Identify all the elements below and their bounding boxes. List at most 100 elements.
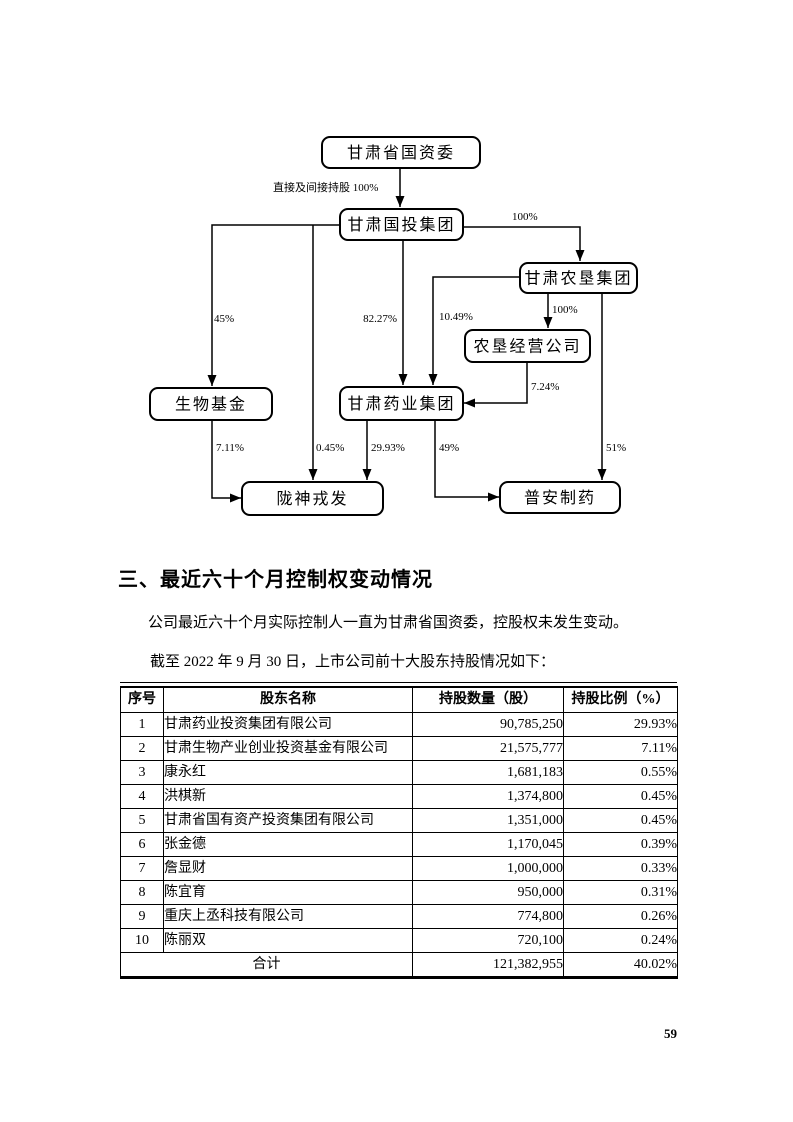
table-cell-name: 詹显财 xyxy=(163,855,413,881)
table-cell-shares: 1,351,000 xyxy=(412,807,564,833)
table-cell-name: 甘肃生物产业创业投资基金有限公司 xyxy=(163,735,413,761)
diagram-edge-label: 51% xyxy=(606,442,626,454)
diagram-edge-label: 49% xyxy=(439,442,459,454)
diagram-node-gansu-nongken: 甘肃农垦集团 xyxy=(519,262,638,294)
table-cell-name: 重庆上丞科技有限公司 xyxy=(163,903,413,929)
table-cell-name: 陈宜育 xyxy=(163,879,413,905)
diagram-node-puan-zhiyao: 普安制药 xyxy=(499,481,621,514)
table-cell-idx: 3 xyxy=(120,759,164,785)
diagram-edge-label: 7.11% xyxy=(216,442,244,454)
table-header-cell: 股东名称 xyxy=(163,685,413,713)
table-total-ratio: 40.02% xyxy=(563,951,678,979)
diagram-node-label: 甘肃农垦集团 xyxy=(524,270,632,288)
table-cell-shares: 21,575,777 xyxy=(412,735,564,761)
diagram-node-gansu-guoziwei: 甘肃省国资委 xyxy=(321,136,481,169)
paragraph-control-history: 公司最近六十个月实际控制人一直为甘肃省国资委，控股权未发生变动。 xyxy=(148,615,629,631)
table-cell-idx: 1 xyxy=(120,711,164,737)
table-cell-ratio: 0.45% xyxy=(563,807,678,833)
table-cell-ratio: 29.93% xyxy=(563,711,678,737)
table-cell-name: 康永红 xyxy=(163,759,413,785)
table-cell-ratio: 0.24% xyxy=(563,927,678,953)
table-cell-shares: 1,000,000 xyxy=(412,855,564,881)
diagram-edge-label: 7.24% xyxy=(531,381,559,393)
diagram-edge xyxy=(463,226,585,261)
table-cell-shares: 1,681,183 xyxy=(412,759,564,785)
diagram-edge-label: 直接及间接持股 100% xyxy=(273,180,378,194)
diagram-edge-label: 29.93% xyxy=(371,442,405,454)
diagram-node-shengwu-jijin: 生物基金 xyxy=(149,387,273,421)
table-cell-name: 陈丽双 xyxy=(163,927,413,953)
paragraph-table-intro: 截至 2022 年 9 月 30 日，上市公司前十大股东持股情况如下： xyxy=(150,654,556,670)
diagram-node-label: 甘肃药业集团 xyxy=(347,395,455,413)
table-cell-shares: 1,374,800 xyxy=(412,783,564,809)
diagram-edge-label: 100% xyxy=(512,211,538,223)
diagram-edge-label: 0.45% xyxy=(316,442,344,454)
diagram-node-nongken-jingying: 农垦经营公司 xyxy=(464,329,591,363)
table-cell-idx: 5 xyxy=(120,807,164,833)
table-cell-idx: 6 xyxy=(120,831,164,857)
diagram-node-gansu-guotou: 甘肃国投集团 xyxy=(339,208,464,241)
diagram-edge-label: 100% xyxy=(552,304,578,316)
table-cell-shares: 774,800 xyxy=(412,903,564,929)
diagram-edge xyxy=(211,420,241,503)
table-total-label: 合计 xyxy=(120,951,413,979)
table-header-cell: 持股数量（股） xyxy=(412,685,564,713)
table-header-cell: 持股比例（%） xyxy=(563,685,678,713)
diagram-edge-label: 10.49% xyxy=(439,311,473,323)
diagram-node-label: 普安制药 xyxy=(524,489,596,507)
table-cell-ratio: 0.33% xyxy=(563,855,678,881)
diagram-node-label: 甘肃国投集团 xyxy=(347,216,455,234)
table-cell-name: 张金德 xyxy=(163,831,413,857)
diagram-edge xyxy=(464,362,528,408)
table-cell-shares: 720,100 xyxy=(412,927,564,953)
table-header-row: 序号股东名称持股数量（股）持股比例（%） xyxy=(120,685,678,713)
table-cell-ratio: 7.11% xyxy=(563,735,678,761)
diagram-edge xyxy=(207,224,340,386)
diagram-node-label: 甘肃省国资委 xyxy=(347,144,455,162)
diagram-edge-label: 82.27% xyxy=(363,313,397,325)
page-number: 59 xyxy=(664,1026,677,1041)
table-cell-name: 甘肃药业投资集团有限公司 xyxy=(163,711,413,737)
table-cell-idx: 8 xyxy=(120,879,164,905)
diagram-edge xyxy=(428,276,520,385)
table-cell-idx: 4 xyxy=(120,783,164,809)
diagram-node-label: 陇神戎发 xyxy=(276,490,348,508)
table-cell-idx: 7 xyxy=(120,855,164,881)
table-cell-name: 洪棋新 xyxy=(163,783,413,809)
diagram-node-label: 农垦经营公司 xyxy=(473,338,581,356)
table-cell-ratio: 0.26% xyxy=(563,903,678,929)
diagram-edge xyxy=(434,420,499,502)
table-cell-name: 甘肃省国有资产投资集团有限公司 xyxy=(163,807,413,833)
diagram-node-gansu-yaoye: 甘肃药业集团 xyxy=(339,386,464,421)
table-cell-shares: 1,170,045 xyxy=(412,831,564,857)
table-cell-idx: 2 xyxy=(120,735,164,761)
diagram-node-longshen-rongfa: 陇神戎发 xyxy=(241,481,384,516)
diagram-node-label: 生物基金 xyxy=(175,396,247,414)
table-cell-ratio: 0.39% xyxy=(563,831,678,857)
table-cell-idx: 10 xyxy=(120,927,164,953)
table-cell-ratio: 0.45% xyxy=(563,783,678,809)
table-total-shares: 121,382,955 xyxy=(412,951,564,979)
table-cell-shares: 90,785,250 xyxy=(412,711,564,737)
table-header-cell: 序号 xyxy=(120,685,164,713)
table-cell-idx: 9 xyxy=(120,903,164,929)
table-cell-ratio: 0.31% xyxy=(563,879,678,905)
diagram-edge-label: 45% xyxy=(214,313,234,325)
table-cell-ratio: 0.55% xyxy=(563,759,678,785)
table-cell-shares: 950,000 xyxy=(412,879,564,905)
